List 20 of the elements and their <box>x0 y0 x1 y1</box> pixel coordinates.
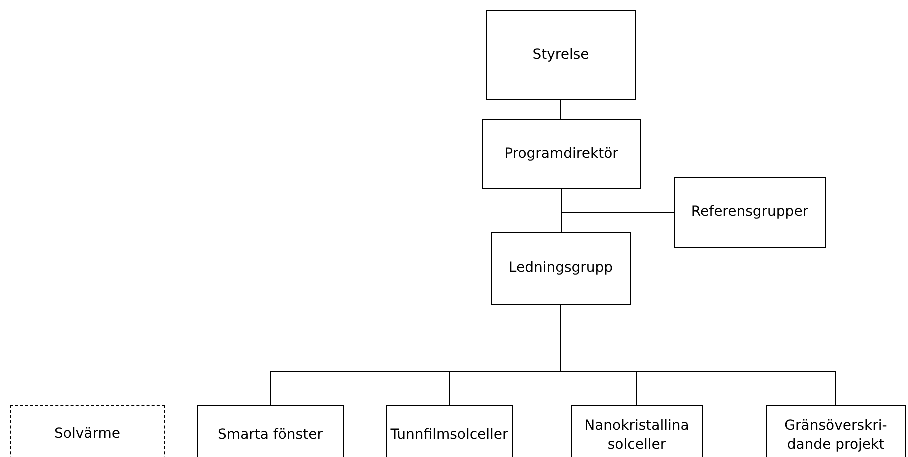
org-box <box>674 177 826 248</box>
box-label: Referensgrupper <box>691 203 809 222</box>
box-label: Styrelse <box>532 46 590 64</box>
org-box <box>386 405 513 457</box>
org-box <box>571 405 703 457</box>
org-box <box>486 10 636 100</box>
org-box <box>197 405 344 457</box>
box-label: Tunnfilmsolceller <box>390 426 508 445</box>
box-label: Solvärme <box>54 424 120 444</box>
org-box <box>766 405 906 457</box>
org-box <box>491 232 631 305</box>
connector-line <box>561 188 674 213</box>
box-label: Programdirektör <box>504 144 618 164</box>
box-label: Gränsöverskri-dande projekt <box>784 417 888 454</box>
box-label: Nanokristallina solceller <box>584 417 690 454</box>
dashed-box <box>10 405 165 457</box>
box-label: Ledningsgrupp <box>508 259 614 278</box>
org-box <box>482 119 641 189</box>
box-label: Smarta fönster <box>218 426 323 445</box>
connector-line <box>560 100 562 120</box>
